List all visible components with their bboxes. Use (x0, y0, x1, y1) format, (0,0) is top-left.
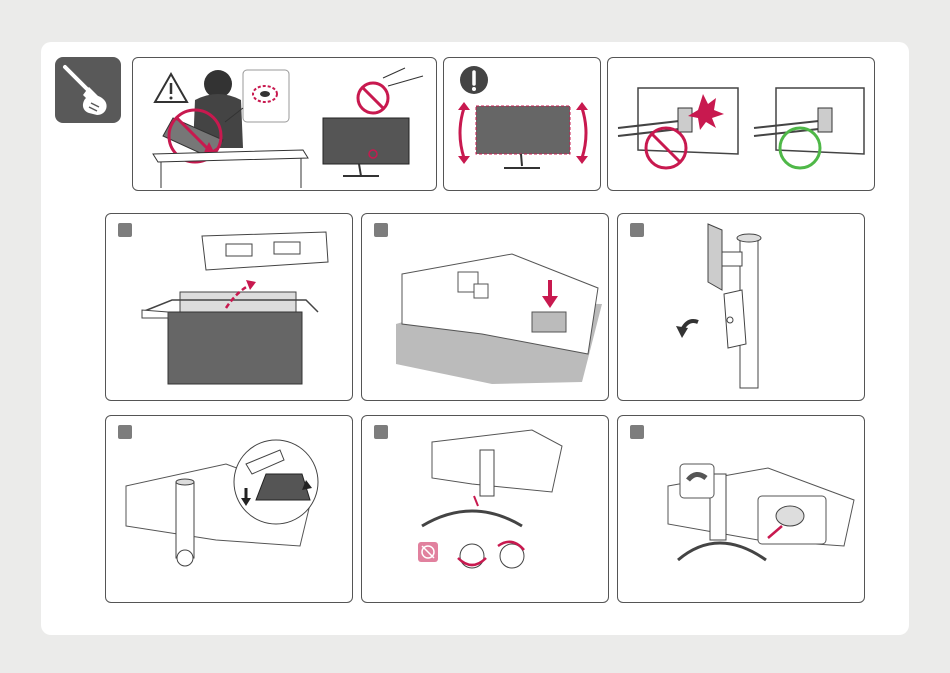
step-panel-4 (105, 415, 353, 603)
caution-triangle-icon (155, 74, 187, 102)
attach-base-illustration (362, 416, 609, 603)
screwdriver-hand-icon (55, 57, 121, 123)
unpack-illustration (106, 214, 353, 401)
step-panel-1 (105, 213, 353, 401)
warning-panel-rotate (443, 57, 601, 191)
attach-stand-body-illustration (106, 416, 353, 603)
lay-monitor-illustration (362, 214, 609, 401)
remove-cover-illustration (618, 214, 865, 401)
tighten-screw-illustration (618, 416, 865, 603)
warning-panel-tilt (132, 57, 437, 191)
warning-panel-cable (607, 57, 875, 191)
step-panel-6 (617, 415, 865, 603)
exclamation-circle-icon (460, 66, 488, 94)
step-panel-3 (617, 213, 865, 401)
step-panel-5 (361, 415, 609, 603)
step-panel-2 (361, 213, 609, 401)
